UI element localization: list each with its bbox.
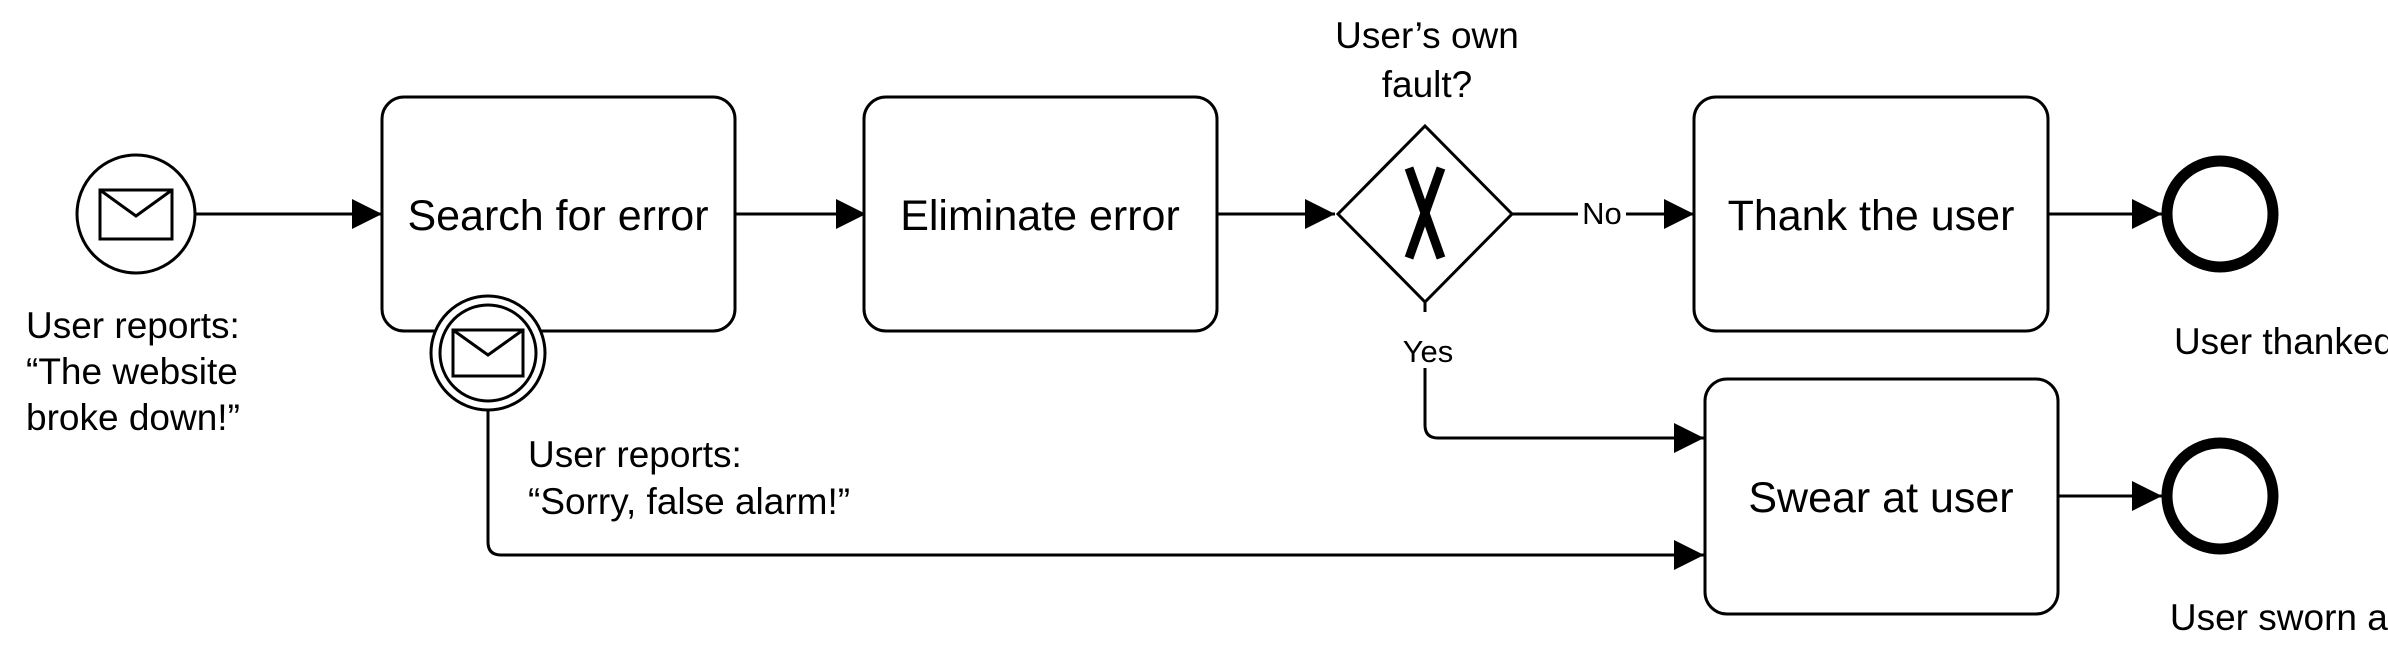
start-event-message[interactable] xyxy=(75,153,197,275)
flow-no-label: No xyxy=(1582,196,1622,231)
end-event-thanked[interactable] xyxy=(2161,155,2279,273)
flow-yes-label: Yes xyxy=(1403,334,1454,369)
end-event-sworn-label: User sworn at xyxy=(2170,597,2388,638)
task-search-for-error[interactable]: Search for error xyxy=(380,95,737,333)
start-event-label-line-1: User reports: xyxy=(26,305,240,346)
task-swear-at-user-label: Swear at user xyxy=(1748,474,2013,522)
task-eliminate-error-label: Eliminate error xyxy=(900,192,1180,240)
flow-boundary-to-swear xyxy=(486,410,1704,570)
task-eliminate-error[interactable]: Eliminate error xyxy=(862,95,1219,333)
boundary-event-message[interactable] xyxy=(429,294,547,412)
envelope-icon xyxy=(98,188,174,241)
task-swear-at-user[interactable]: Swear at user xyxy=(1703,377,2060,616)
boundary-event-label-line-1: User reports: xyxy=(528,434,742,475)
boundary-event-label-line-2: “Sorry, false alarm!” xyxy=(528,481,850,522)
task-search-for-error-label: Search for error xyxy=(407,192,708,240)
start-event-label-line-3: broke down!” xyxy=(26,397,240,438)
end-event-sworn[interactable] xyxy=(2161,437,2279,555)
task-thank-the-user[interactable]: Thank the user xyxy=(1692,95,2050,333)
start-event-label-line-2: “The website xyxy=(26,351,238,392)
task-thank-the-user-label: Thank the user xyxy=(1728,192,2015,240)
x-icon xyxy=(1404,166,1446,260)
exclusive-gateway[interactable] xyxy=(1335,123,1515,305)
sequence-flows xyxy=(196,199,2162,570)
end-event-thanked-label: User thanked xyxy=(2174,321,2388,362)
envelope-icon xyxy=(451,328,525,378)
gateway-label-line-1: User’s own xyxy=(1335,15,1519,56)
gateway-label-line-2: fault? xyxy=(1382,64,1473,105)
flow-gateway-yes-to-swear-b xyxy=(1423,368,1704,453)
